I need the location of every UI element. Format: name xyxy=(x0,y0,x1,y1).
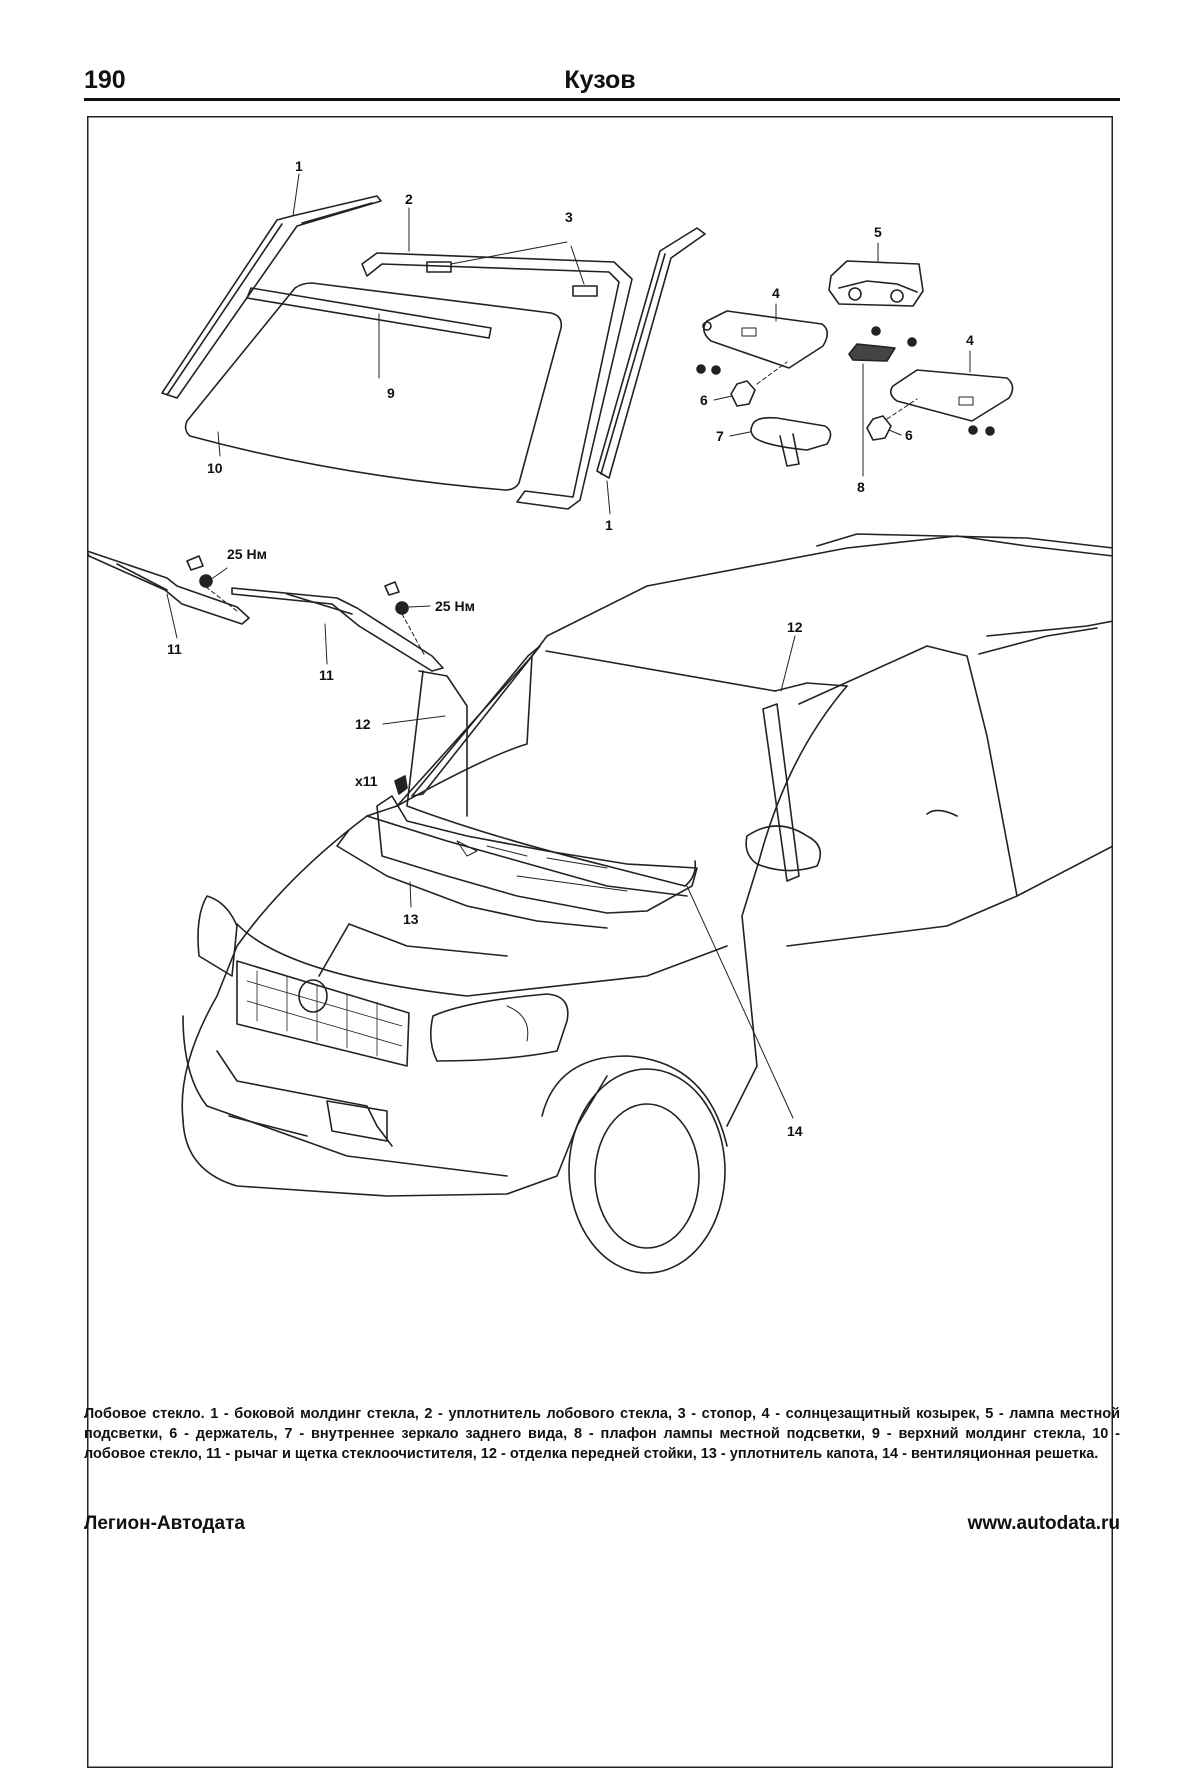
torque-label-1: 25 Нм xyxy=(227,546,267,562)
callout-1-bottom: 1 xyxy=(605,517,613,533)
windshield-glass xyxy=(184,282,563,491)
callout-6-right: 6 xyxy=(905,427,913,443)
leader-lines xyxy=(166,173,971,1119)
windshield-diagram: 1 2 3 9 10 1 4 5 4 6 6 7 8 25 Нм 25 Нм 1… xyxy=(87,116,1113,1768)
clip-x11 xyxy=(394,775,408,795)
publisher-name: Легион-Автодата xyxy=(84,1513,245,1534)
torque-label-2: 25 Нм xyxy=(435,598,475,614)
x11-label: x11 xyxy=(355,773,378,789)
visor-holder-left xyxy=(730,380,756,407)
header-rule xyxy=(84,98,1120,101)
wiper-left xyxy=(87,550,250,625)
callout-12-left: 12 xyxy=(355,716,371,732)
callout-2: 2 xyxy=(405,191,413,207)
top-molding xyxy=(246,287,492,339)
callout-1-top: 1 xyxy=(295,158,303,174)
callout-14: 14 xyxy=(787,1123,803,1139)
website: www.autodata.ru xyxy=(967,1513,1120,1534)
side-molding-right xyxy=(596,227,706,479)
rear-view-mirror xyxy=(750,416,832,467)
callout-6-left: 6 xyxy=(700,392,708,408)
callout-9: 9 xyxy=(387,385,395,401)
sun-visor-right xyxy=(889,369,1014,422)
stopper-2 xyxy=(572,285,598,297)
callout-11-right: 11 xyxy=(319,667,334,683)
callout-4-right: 4 xyxy=(966,332,974,348)
sun-visor-left xyxy=(703,310,829,369)
callout-12-right: 12 xyxy=(787,619,803,635)
section-title: Кузов xyxy=(564,66,636,94)
page-number: 190 xyxy=(84,66,126,94)
wiper-right xyxy=(231,587,444,672)
figure-caption: Лобовое стекло. 1 - боковой молдинг стек… xyxy=(84,1406,1120,1462)
map-lamp-lens xyxy=(848,343,896,362)
callout-8: 8 xyxy=(857,479,865,495)
callout-7: 7 xyxy=(716,428,724,444)
visor-holder-right xyxy=(866,415,892,441)
side-molding-left xyxy=(161,195,382,399)
car-body xyxy=(181,533,1113,1274)
callout-4-left: 4 xyxy=(772,285,780,301)
stopper-1 xyxy=(426,261,452,273)
callout-13: 13 xyxy=(403,911,419,927)
screws xyxy=(696,326,995,436)
callout-10: 10 xyxy=(207,460,223,476)
callout-5: 5 xyxy=(874,224,882,240)
callout-11-left: 11 xyxy=(167,641,182,657)
callout-3: 3 xyxy=(565,209,573,225)
windshield-seal xyxy=(361,252,633,510)
map-lamp xyxy=(828,260,924,307)
